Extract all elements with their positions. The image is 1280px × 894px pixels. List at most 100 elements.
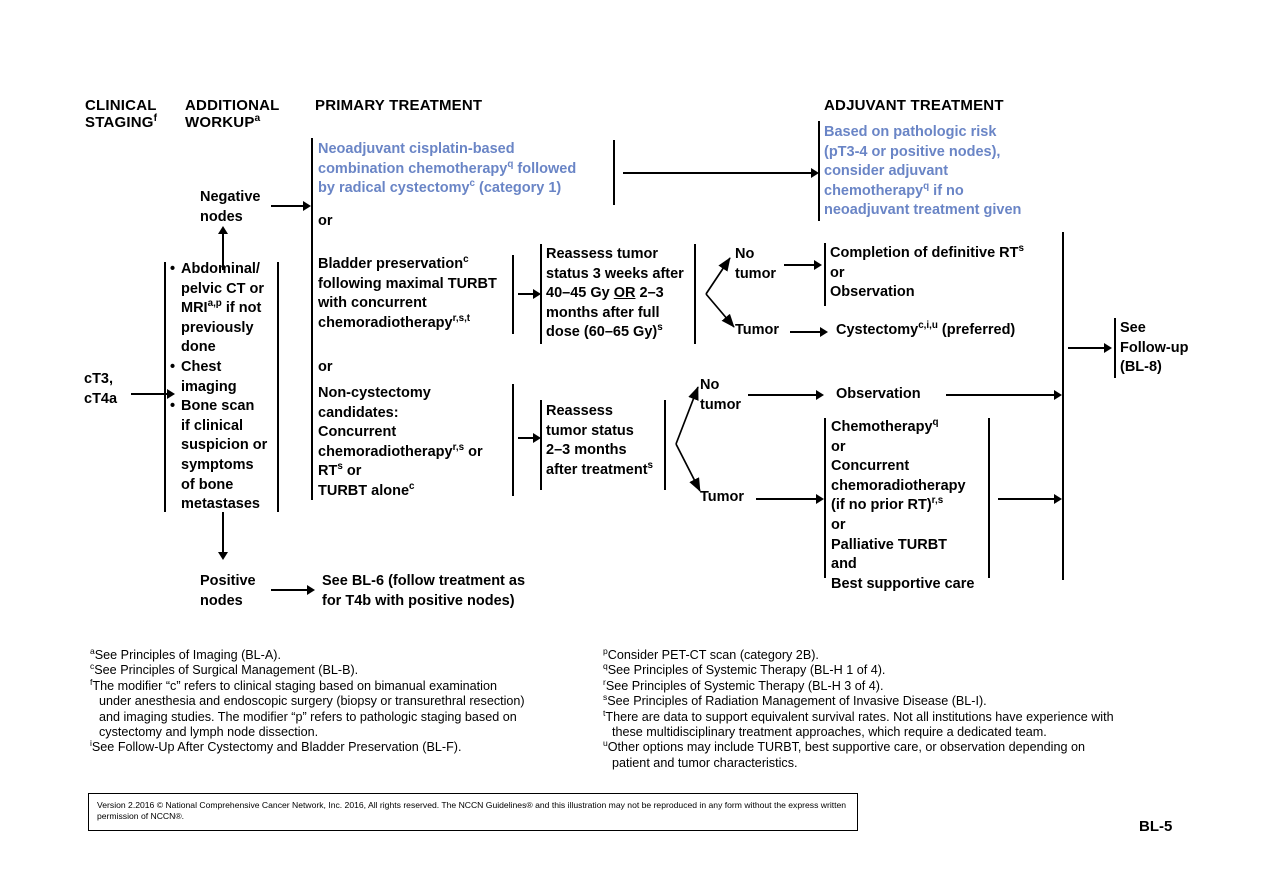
arrow-noncyst-to-reassessB-head: [533, 433, 541, 443]
workup-item-bone-l3: suspicion or: [181, 437, 268, 454]
footnote-marker-q: q: [603, 661, 608, 672]
footnote-a: aSee Principles of Imaging (BL-A).: [90, 645, 590, 663]
cystectomy-label: Cystectomy: [836, 322, 919, 338]
footnote-marker-c: c: [90, 661, 95, 672]
reassessB-l3: 2–3 months: [546, 442, 627, 459]
additional-workup-line1: ADDITIONAL: [185, 97, 280, 114]
branchB-no-tumor-l1: No: [700, 377, 720, 393]
footnote-f-cont-3: cystectomy and lymph node dissection.: [99, 725, 319, 740]
arrow-negative-to-primary-line: [271, 205, 305, 207]
reassessB-l4-sup: s: [647, 459, 654, 471]
reassessB-right-bracket: [664, 400, 666, 490]
neoadjuvant-l3a: by radical cystectomy: [318, 180, 470, 197]
pathologic-risk-l5: neoadjuvant treatment given: [824, 202, 1022, 219]
reassess-after-treatment: Reassess tumor status 2–3 months after t…: [546, 402, 671, 480]
arrow-salvage-to-followup-head: [1054, 494, 1062, 504]
definitive-rt-left-bracket: [824, 243, 826, 306]
footnote-marker-a: a: [90, 645, 95, 656]
followup-l2: Follow-up: [1120, 339, 1189, 356]
salvage-left-bracket: [824, 418, 826, 578]
column-header-clinical-staging: CLINICAL STAGINGf: [85, 97, 185, 131]
reassessA-l3b: 2–3: [635, 285, 664, 302]
reassessA-left-bracket: [540, 244, 542, 344]
workup-item-chest: Chest imaging: [170, 358, 280, 397]
cystectomy-preferred: (preferred): [937, 322, 1016, 338]
salvage-options: Chemotherapyq or Concurrent chemoradioth…: [831, 418, 991, 594]
additional-workup-line2: WORKUP: [185, 114, 255, 131]
arrow-branchB-notumor-line: [748, 394, 818, 396]
arrow-collector-to-followup-line: [1068, 347, 1106, 349]
salvage-l4: chemoradiotherapy: [831, 477, 966, 494]
footnote-text-c: See Principles of Surgical Management (B…: [94, 663, 359, 678]
clinical-staging-line1: CLINICAL: [85, 97, 157, 114]
definitive-rt-l3: Observation: [830, 284, 915, 301]
positive-nodes-l2: nodes: [200, 592, 243, 609]
reassessA-right-bracket: [694, 244, 696, 344]
neoadjuvant-l3-sup: c: [469, 178, 476, 190]
bladder-preservation-l4: chemoradiotherapy: [318, 314, 453, 331]
non-cystectomy-l4-sup: r,s: [452, 441, 465, 453]
footnote-u-cont-1: patient and tumor characteristics.: [612, 755, 798, 770]
negative-nodes-l1: Negative: [200, 189, 261, 205]
neoadjuvant-l2-sup: q: [507, 158, 514, 170]
arrow-neoadjuvant-to-adjuvant-head: [811, 168, 819, 178]
non-cystectomy-l6: TURBT alone: [318, 482, 410, 499]
clinical-stage-line1: cT3,: [84, 371, 114, 387]
workup-item-chest-l1: Chest: [181, 358, 222, 375]
footnote-marker-f: f: [90, 676, 93, 687]
followup-collector-line: [1062, 232, 1064, 580]
followup-left-bracket: [1114, 318, 1116, 378]
column-header-additional-workup: ADDITIONAL WORKUPa: [185, 97, 305, 131]
cystectomy-preferred-option: Cystectomyc,i,u (preferred): [836, 321, 1015, 341]
footnote-q: qSee Principles of Systemic Therapy (BL-…: [603, 661, 1203, 678]
pathologic-risk-l1: Based on pathologic risk: [824, 124, 997, 140]
footnote-text-p: Consider PET-CT scan (category 2B).: [607, 648, 819, 662]
workup-item-imaging-l1: Abdominal/: [181, 261, 260, 277]
footnote-f-cont-2: and imaging studies. The modifier “p” re…: [99, 709, 517, 724]
reassessB-left-bracket: [540, 400, 542, 490]
definitive-rt-l1-sup: s: [1018, 243, 1024, 255]
footnote-marker-r: r: [603, 676, 606, 687]
primary-or-2: or: [318, 359, 333, 375]
non-cystectomy-l4b: or: [464, 443, 483, 460]
workup-item-bone-scan: Bone scan if clinical suspicion or sympt…: [170, 397, 280, 515]
pathologic-risk-l4b: if no: [929, 182, 964, 199]
salvage-l5-sup: r,s: [931, 495, 944, 507]
bladder-preservation-right-bracket: [512, 255, 514, 334]
adjuvant-pathologic-risk-option: Based on pathologic risk (pT3-4 or posit…: [824, 123, 1064, 221]
branchB-no-tumor-l2: tumor: [700, 396, 742, 413]
arrow-branchA-notumor-line: [784, 264, 816, 266]
footnote-c: cSee Principles of Surgical Management (…: [90, 661, 590, 678]
workup-item-bone-l4: symptoms: [181, 456, 254, 473]
clinical-stage-label: cT3, cT4a: [84, 370, 117, 409]
reassessA-l2: status 3 weeks after: [546, 265, 684, 282]
connector-workup-to-negative-nodes: [222, 232, 224, 270]
branchA-tumor-label: Tumor: [735, 322, 780, 338]
page-number: BL-5: [1139, 818, 1173, 835]
arrow-positive-to-bl6-head: [307, 585, 315, 595]
workup-bracket-left: [164, 262, 166, 512]
neoadjuvant-l2b: followed: [513, 160, 577, 177]
arrow-bladder-to-reassessA-line: [518, 293, 536, 295]
workup-item-imaging-sup: a,p: [207, 298, 222, 310]
definitive-rt-l2: or: [830, 264, 845, 281]
workup-item-bone-l6: metastases: [181, 496, 260, 513]
bladder-preservation-l1-sup: c: [463, 254, 469, 266]
clinical-staging-line2: STAGING: [85, 114, 154, 131]
footnote-r: rSee Principles of Systemic Therapy (BL-…: [603, 676, 1203, 694]
non-cystectomy-right-bracket: [512, 384, 514, 496]
arrow-observation-to-followup-line: [946, 394, 1056, 396]
salvage-l8: and: [831, 556, 857, 573]
reassessB-l2: tumor status: [546, 422, 634, 439]
clinical-staging-footnote-marker: f: [153, 113, 158, 124]
footnote-p: pConsider PET-CT scan (category 2B).: [603, 647, 1203, 663]
neoadjuvant-l3b: (category 1): [475, 180, 562, 197]
negative-nodes-l2: nodes: [200, 208, 243, 225]
workup-item-bone-l5: of bone: [181, 476, 234, 493]
non-cystectomy-l2: candidates:: [318, 404, 399, 421]
non-cystectomy-l4a: chemoradiotherapy: [318, 443, 453, 460]
reassessB-l4: after treatment: [546, 461, 648, 478]
arrow-collector-to-followup-head: [1104, 343, 1112, 353]
workup-list: Abdominal/ pelvic CT or MRIa,p if not pr…: [170, 260, 280, 515]
column-header-adjuvant-treatment: ADJUVANT TREATMENT: [824, 97, 1004, 114]
